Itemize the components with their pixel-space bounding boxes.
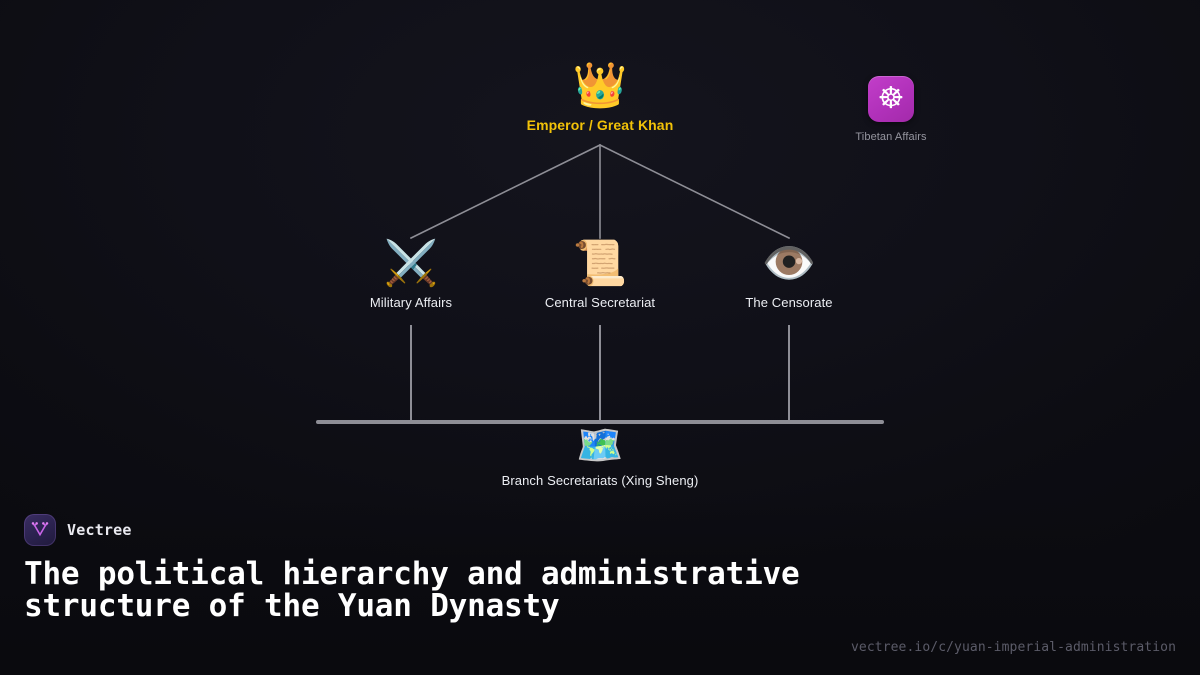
node-branch-secretariats[interactable]: 🗺️ Branch Secretariats (Xing Sheng) [485, 426, 715, 488]
brand-name: Vectree [67, 521, 132, 539]
node-tibetan-affairs[interactable]: ☸ Tibetan Affairs [776, 76, 1006, 143]
vectree-glyph [31, 522, 49, 537]
brand[interactable]: Vectree [24, 514, 1176, 546]
node-the-censorate-label: The Censorate [745, 295, 833, 310]
hierarchy-diagram: 👑 Emperor / Great Khan ⚔️ Military Affai… [296, 60, 1006, 488]
edge-emperor-military [409, 143, 602, 240]
share-url: vectree.io/c/yuan-imperial-administratio… [851, 640, 1176, 655]
node-branch-secretariats-label: Branch Secretariats (Xing Sheng) [501, 473, 699, 488]
diagram-edges [316, 143, 884, 424]
node-central-secretariat-label: Central Secretariat [544, 295, 656, 310]
node-emperor[interactable]: 👑 Emperor / Great Khan [485, 60, 715, 134]
eye-icon: 👁️ [761, 238, 817, 289]
crown-icon: 👑 [572, 60, 628, 111]
node-emperor-label: Emperor / Great Khan [526, 117, 674, 133]
edge-emperor-censorate [598, 143, 791, 240]
dharma-wheel-icon: ☸ [877, 81, 905, 116]
world-map-icon: 🗺️ [576, 423, 624, 467]
node-central-secretariat[interactable]: 📜 Central Secretariat [485, 238, 715, 311]
crossed-swords-icon: ⚔️ [383, 238, 439, 289]
node-the-censorate[interactable]: 👁️ The Censorate [674, 238, 904, 311]
node-tibetan-affairs-label: Tibetan Affairs [855, 131, 927, 143]
vectree-tree-logo-icon [24, 514, 56, 546]
node-military-affairs[interactable]: ⚔️ Military Affairs [296, 238, 526, 311]
footer: Vectree The political hierarchy and admi… [0, 500, 1200, 675]
node-military-affairs-label: Military Affairs [369, 295, 453, 310]
dharma-wheel-tile: ☸ [868, 76, 914, 122]
scroll-icon: 📜 [572, 238, 628, 289]
page-title: The political hierarchy and administrati… [24, 556, 800, 624]
